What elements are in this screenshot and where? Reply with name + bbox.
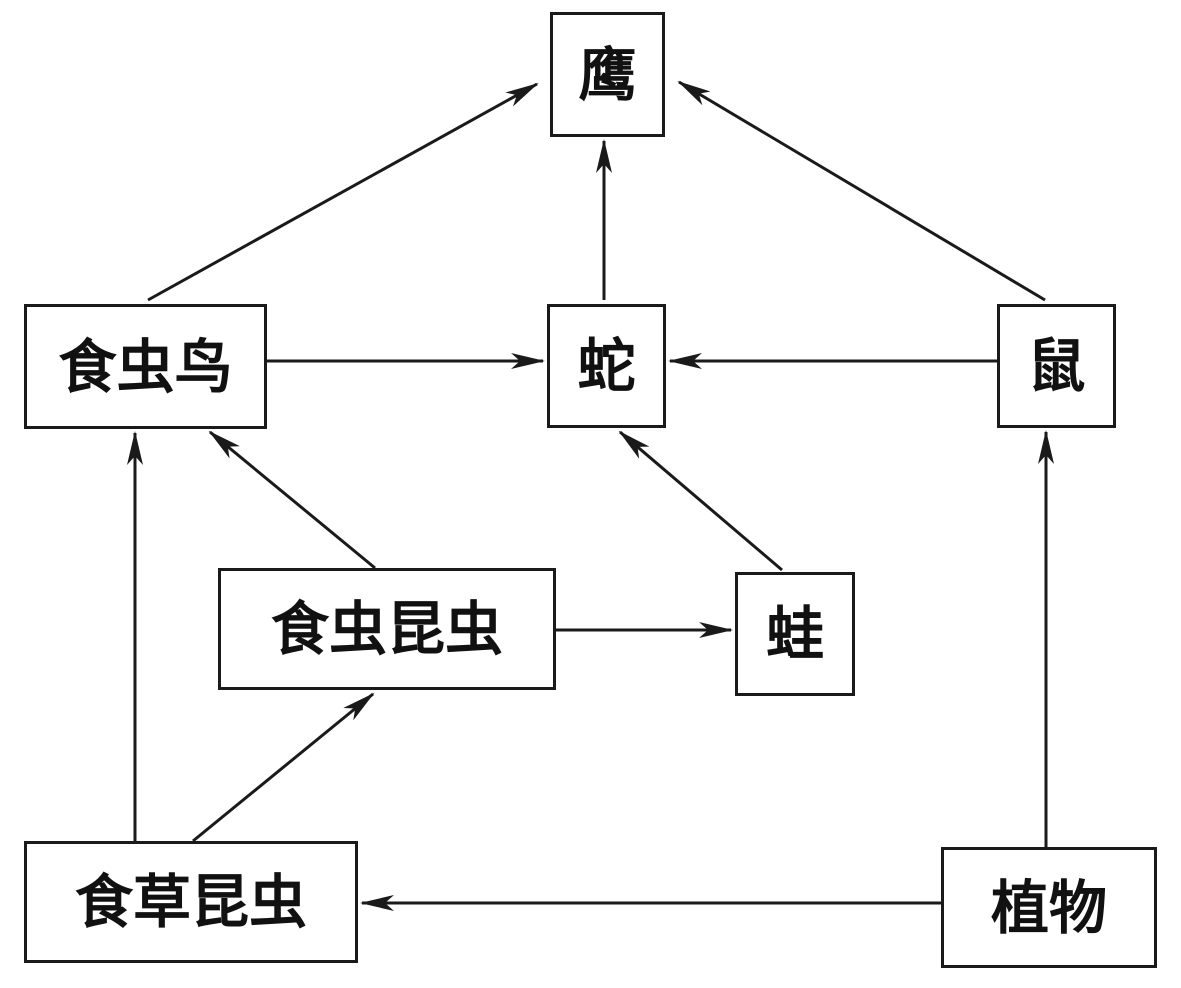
node-snake: 蛇 xyxy=(547,304,666,428)
arrow-bird-to-eagle xyxy=(147,82,539,302)
node-mouse-label: 鼠 xyxy=(1027,332,1086,400)
node-insectivorous-insect-label: 食虫昆虫 xyxy=(270,595,503,663)
arrow-mouse-to-eagle xyxy=(677,80,1046,302)
node-frog: 蛙 xyxy=(735,572,855,696)
node-mouse: 鼠 xyxy=(997,304,1116,428)
node-insectivorous-bird-label: 食虫鸟 xyxy=(58,332,233,401)
node-herbivorous-insect: 食草昆虫 xyxy=(24,841,358,963)
node-eagle: 鹰 xyxy=(550,12,665,137)
node-plant: 植物 xyxy=(941,847,1157,968)
arrow-insectivorous-insect-to-bird xyxy=(208,430,376,570)
node-plant-label: 植物 xyxy=(990,873,1107,942)
arrow-frog-to-snake xyxy=(618,430,783,572)
node-insectivorous-insect: 食虫昆虫 xyxy=(218,568,556,690)
arrow-herbivorous-insect-to-insectivorous-insect xyxy=(192,692,375,843)
node-eagle-label: 鹰 xyxy=(578,40,637,109)
node-herbivorous-insect-label: 食草昆虫 xyxy=(74,868,307,936)
node-snake-label: 蛇 xyxy=(577,332,636,400)
node-frog-label: 蛙 xyxy=(765,600,824,668)
node-insectivorous-bird: 食虫鸟 xyxy=(24,304,267,429)
